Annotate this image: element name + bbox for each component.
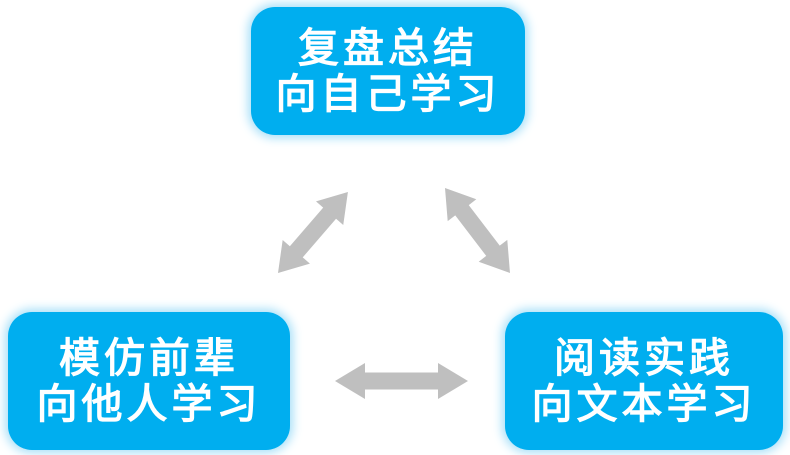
node-read-text: 阅读实践 向文本学习 [505,312,783,450]
node-imitate-others-line1: 模仿前辈 [59,335,239,381]
node-read-text-line2: 向文本学习 [531,381,757,427]
node-imitate-others-line2: 向他人学习 [36,381,262,427]
double-arrow-top-bottomright-icon [445,188,510,274]
double-arrow-bottomleft-top-icon [278,192,348,273]
node-review-self-line2: 向自己学习 [275,71,501,117]
node-imitate-others: 模仿前辈 向他人学习 [8,312,290,450]
node-read-text-line1: 阅读实践 [554,335,734,381]
double-arrow-bottomleft-bottomright-icon [335,363,468,399]
node-review-self: 复盘总结 向自己学习 [251,7,525,135]
node-review-self-line1: 复盘总结 [298,25,478,71]
